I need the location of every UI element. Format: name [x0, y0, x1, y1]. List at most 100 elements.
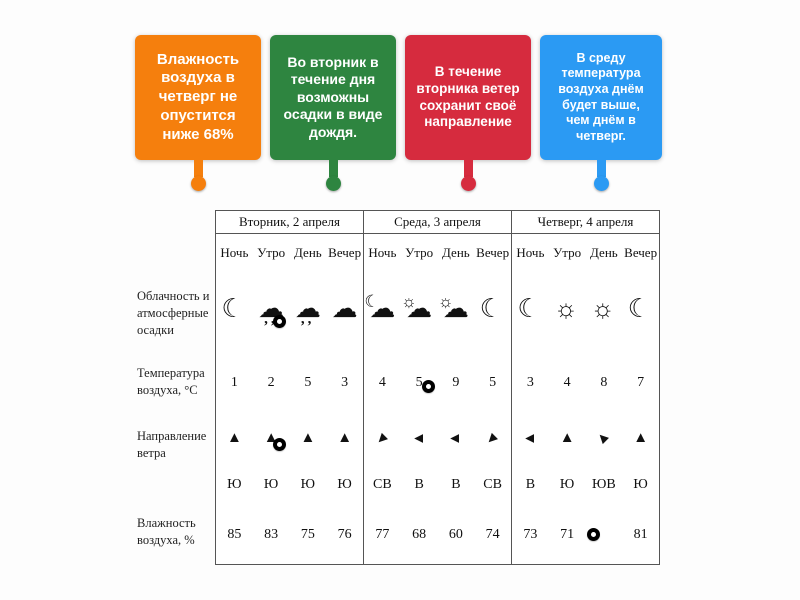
cloudiness-row: ☾☁☼☁☼☁☾ — [364, 272, 511, 356]
answer-marker[interactable] — [273, 438, 286, 451]
sun-icon: ☼ — [590, 294, 615, 324]
wind-direction-label: Ю — [300, 477, 316, 493]
humidity-value: 83 — [264, 526, 279, 542]
wind-direction-label: Ю — [633, 477, 648, 493]
label-card-text: В среду температура воздуха днём будет в… — [558, 50, 644, 143]
label-card-text: Влажность воздуха в четверг не опустится… — [156, 50, 240, 143]
answer-marker[interactable] — [273, 315, 286, 328]
moon-icon: ☾ — [221, 294, 245, 324]
time-label: Утро — [257, 244, 286, 260]
humidity-value: 81 — [633, 526, 648, 542]
label-card-rain[interactable]: Во вторник в течение дня возможны осадки… — [270, 35, 396, 160]
time-label: Ночь — [368, 244, 397, 260]
humidity-value: 60 — [448, 526, 463, 542]
time-label: День — [294, 244, 322, 260]
wind-arrow-Ю: ▲ — [300, 429, 316, 446]
temperature-value: 3 — [341, 375, 349, 391]
wind-arrow-Ю: ▲ — [226, 429, 242, 446]
wind-direction-label: В — [414, 477, 424, 493]
time-label: Вечер — [476, 244, 510, 260]
time-label: Утро — [405, 244, 434, 260]
wind-arrow-Ю: ▲ — [559, 429, 575, 446]
temperature-value: 5 — [489, 375, 497, 391]
label-card-wind[interactable]: В течение вторника ветер сохранит своё н… — [405, 35, 531, 160]
wind-direction-label: В — [451, 477, 461, 493]
card-stem — [193, 158, 203, 177]
wind-arrow-В: ▲ — [521, 430, 538, 446]
wind-direction-label: ЮВ — [592, 477, 616, 493]
humidity-value: 71 — [560, 526, 575, 542]
card-stem — [463, 158, 473, 177]
humidity-value: 68 — [412, 526, 427, 542]
wind-direction-label: Ю — [263, 477, 279, 493]
card-pin[interactable] — [460, 176, 476, 191]
cloud-moon-icon: ☾☁ — [364, 292, 396, 324]
row-label-temperature: Температура воздуха, °C — [137, 366, 205, 397]
label-card-temperature[interactable]: В среду температура воздуха днём будет в… — [540, 35, 662, 160]
day-title: Вторник, 2 апреля — [216, 211, 363, 234]
time-label: Ночь — [220, 244, 249, 260]
temperature-value: 7 — [637, 375, 645, 391]
temperature-value: 5 — [304, 375, 312, 391]
wind-direction-label: Ю — [337, 477, 352, 493]
wind-arrow-ЮВ: ▲ — [592, 426, 615, 449]
moon-icon: ☾ — [517, 294, 541, 324]
humidity-value: 85 — [227, 526, 242, 542]
answer-marker[interactable] — [587, 528, 600, 541]
humidity-row: 77 68 60 74 — [364, 505, 511, 564]
moon-icon: ☾ — [479, 294, 503, 324]
time-label: Утро — [553, 244, 582, 260]
row-label-humidity: Влажность воздуха, % — [137, 516, 196, 547]
wind-arrow-В: ▲ — [447, 430, 464, 446]
label-card-unit-wind: В течение вторника ветер сохранит своё н… — [405, 35, 531, 191]
wind-arrow-СВ: ▲ — [371, 427, 393, 450]
card-stem — [328, 158, 338, 177]
label-card-text: Во вторник в течение дня возможны осадки… — [283, 53, 383, 140]
temperature-value: 9 — [452, 375, 460, 391]
cloud-rain-icon: ☁,, — [258, 294, 285, 328]
humidity-value: 77 — [375, 526, 390, 542]
temperature-value: 3 — [526, 375, 534, 391]
time-label: День — [590, 244, 618, 260]
cloud-icon: ☁ — [331, 294, 358, 324]
card-pin[interactable] — [593, 176, 609, 191]
time-label: Ночь — [516, 244, 545, 260]
sun-cloud-icon: ☼☁ — [401, 292, 433, 324]
card-stem — [596, 158, 606, 177]
wind-arrow-Ю: ▲ — [633, 429, 649, 446]
wind-direction-label: СВ — [373, 477, 392, 493]
wind-direction-label: СВ — [483, 477, 502, 493]
humidity-row: 73 71 81 — [512, 505, 659, 564]
wind-direction-label: Ю — [559, 477, 575, 493]
wind-direction-row: В Ю ЮВ Ю — [512, 466, 659, 506]
cloudiness-row: ☾ ☁,, ☁,, ☁ — [216, 272, 363, 356]
temperature-value: 1 — [230, 375, 238, 391]
label-card-humidity[interactable]: Влажность воздуха в четверг не опустится… — [135, 35, 261, 160]
label-card-unit-rain: Во вторник в течение дня возможны осадки… — [270, 35, 396, 191]
card-pin[interactable] — [190, 176, 206, 191]
wind-direction-label: В — [525, 477, 536, 493]
wind-arrow-row: ▲▲▲▲ — [364, 411, 511, 466]
label-card-unit-humidity: Влажность воздуха в четверг не опустится… — [135, 35, 261, 191]
temperature-value: 8 — [600, 375, 608, 391]
wind-arrow-СВ: ▲ — [481, 427, 504, 450]
humidity-value: 74 — [485, 526, 500, 542]
humidity-value: 73 — [523, 526, 538, 542]
answer-marker[interactable] — [422, 380, 435, 393]
card-pin[interactable] — [325, 176, 341, 191]
wind-arrow-row: ▲ ▲ ▲ ▲ — [512, 411, 659, 466]
wind-arrow-row: ▲▲▲▲ — [216, 411, 363, 466]
sun-cloud-icon: ☼☁ — [437, 292, 469, 324]
cloudiness-row: ☾☼☼☾ — [512, 272, 659, 356]
temperature-value: 4 — [378, 375, 386, 391]
cloud-rain-icon: ☁,, — [294, 294, 321, 328]
